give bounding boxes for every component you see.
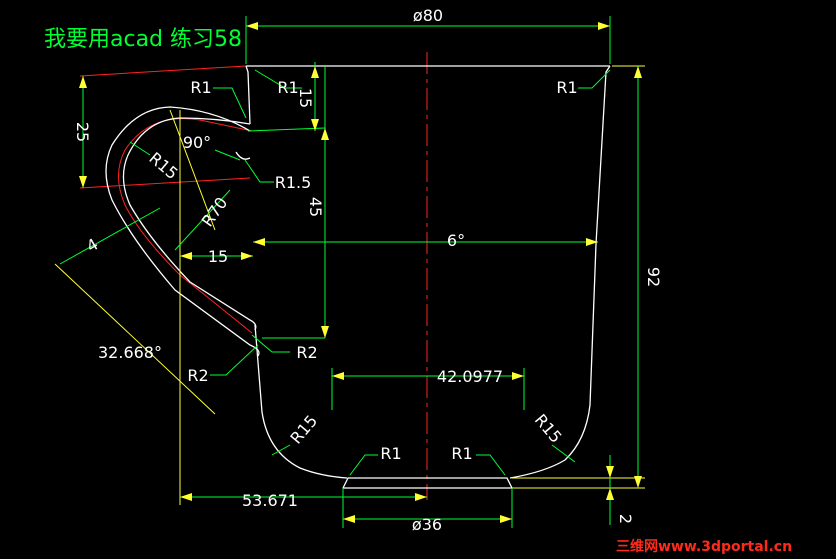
dim-r1-5-label: R1.5: [275, 173, 312, 192]
handle-outer-edge: [105, 106, 260, 357]
dim-92-label: 92: [644, 267, 663, 287]
leader-r1-top-right: [578, 69, 611, 89]
arrow-42-left: [332, 372, 344, 380]
arrow-92-bottom: [634, 476, 642, 488]
leader-r70: [174, 189, 231, 251]
leader-r1-5: [244, 159, 274, 183]
dim-r1-top-left-label: R1: [190, 78, 211, 97]
arrow-6-left: [253, 238, 265, 246]
centerlines: [79, 52, 428, 500]
arrow-25-bottom: [79, 176, 87, 188]
leader-r2-right: [251, 334, 290, 353]
dim-2-label: 2: [616, 514, 635, 524]
dim-25-label: 25: [73, 122, 92, 142]
arrow-15gap-left: [180, 252, 192, 260]
cup-outline: [105, 65, 611, 489]
dim-45-label: 45: [306, 197, 325, 217]
arrow-45-top: [321, 128, 329, 140]
handle-top-centerline: [79, 65, 247, 77]
dim-r2-right-label: R2: [296, 343, 317, 362]
leader-r15-handle: [129, 141, 151, 156]
dim-r1-bottom-right-label: R1: [451, 444, 472, 463]
dimension-lines: [59, 16, 639, 528]
arrow-25-top: [79, 76, 87, 88]
extension-lines: [54, 65, 645, 505]
drawing-title: 我要用acad 练习58: [44, 27, 242, 52]
dim-r15-left-label: R15: [286, 411, 321, 447]
leader-r1-top-left2: [254, 69, 302, 89]
handle-mid-centerline: [79, 177, 251, 189]
dim-53-label: 53.671: [242, 491, 298, 510]
watermark: 三维网www.3dportal.cn: [616, 538, 792, 555]
handle-inner-edge: [122, 117, 257, 331]
arrow-36-right: [500, 515, 512, 523]
dim-r2-left-label: R2: [187, 366, 208, 385]
arrow-2-top: [606, 466, 614, 478]
dim-15-rim-label: 15: [296, 88, 315, 108]
dim-15-gap-label: 15: [208, 247, 228, 266]
dim-r1-top-left2-label: R1: [277, 78, 298, 97]
arrow-80-right: [598, 22, 610, 30]
cup-right-wall: [509, 65, 611, 479]
dim-6-deg-label: 6°: [447, 231, 465, 250]
arrow-53-right: [415, 493, 427, 501]
dim-36-label: ø36: [412, 515, 442, 534]
arrow-45-bottom: [321, 326, 329, 338]
arrow-15gap-right: [241, 252, 253, 260]
ext-r70: [169, 109, 216, 231]
arrow-92-top: [634, 66, 642, 78]
dim-42-label: 42.0977: [437, 367, 503, 386]
leader-90: [214, 149, 241, 161]
arrow-42-right: [512, 372, 524, 380]
handle-notch: [235, 151, 251, 160]
dim-90-label: 90°: [183, 133, 211, 152]
cup-left-wall-top: [245, 65, 251, 125]
arrowheads: [79, 22, 642, 523]
cup-base: [342, 477, 513, 489]
dim-r1-bottom-left-label: R1: [380, 444, 401, 463]
dim-r1-top-right-label: R1: [556, 78, 577, 97]
cup-left-wall-bottom: [254, 324, 348, 479]
ext-32-deg: [54, 263, 216, 415]
arrow-80-left: [246, 22, 258, 30]
dim-32-label: 32.668°: [98, 343, 162, 362]
dim-45-ext-top: [247, 127, 326, 132]
dim-80-label: ø80: [413, 6, 443, 25]
dim-r15-handle-label: R15: [145, 148, 181, 183]
arrow-2-bottom: [606, 488, 614, 500]
leader-r15-left: [271, 444, 291, 456]
leader-r1-top-left: [213, 87, 247, 119]
leader-r15-right: [551, 444, 576, 463]
dim-4-label: 4: [83, 234, 101, 256]
leader-r1-bottom-right: [476, 454, 506, 476]
dim-4-line: [59, 207, 161, 265]
arrow-36-left: [343, 515, 355, 523]
leader-r2-left: [210, 344, 259, 376]
dim-r15-right-label: R15: [531, 410, 566, 446]
arrow-15-top: [311, 66, 319, 78]
leader-r1-bottom-left: [349, 454, 378, 476]
arrow-6-right: [586, 238, 598, 246]
arrow-53-left: [180, 493, 192, 501]
arrow-15-bottom: [311, 119, 319, 131]
dim-r70-label: R70: [198, 194, 232, 231]
